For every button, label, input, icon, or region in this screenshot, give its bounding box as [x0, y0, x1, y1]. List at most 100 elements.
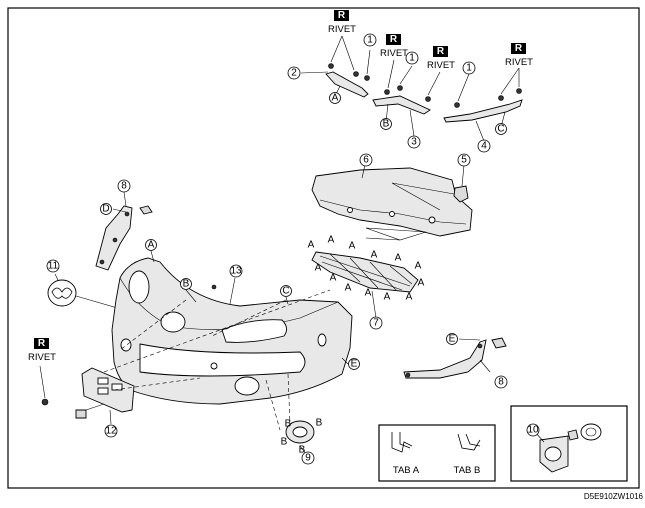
- svg-text:B: B: [383, 119, 390, 130]
- callout-9: 9: [301, 451, 315, 465]
- svg-text:A: A: [315, 263, 322, 274]
- callout-1c: 1: [462, 61, 476, 75]
- svg-text:RIVET: RIVET: [28, 352, 56, 363]
- bracket-3: [372, 85, 431, 115]
- callout-2: 2: [287, 66, 301, 80]
- rivet-badge-2: R RIVET: [380, 34, 408, 59]
- svg-text:4: 4: [481, 141, 487, 152]
- svg-text:C: C: [497, 124, 504, 135]
- svg-text:8: 8: [121, 181, 127, 192]
- svg-text:A: A: [328, 235, 335, 246]
- svg-text:6: 6: [363, 155, 369, 166]
- svg-text:R: R: [338, 10, 346, 21]
- svg-text:12: 12: [105, 426, 117, 437]
- svg-text:A: A: [371, 250, 378, 261]
- letter-c-bumper: C: [280, 285, 292, 297]
- figure-code: D5E910ZW1016: [584, 492, 644, 501]
- letter-b-top: B: [380, 118, 392, 130]
- svg-text:5: 5: [461, 155, 467, 166]
- fog-lamp-detail-box: [510, 405, 628, 482]
- callout-3: 3: [407, 135, 421, 149]
- svg-text:A: A: [349, 241, 356, 252]
- svg-text:A: A: [308, 240, 315, 251]
- svg-text:10: 10: [527, 425, 539, 436]
- rivet-badge-5: R RIVET: [28, 338, 56, 363]
- emblem-11: [47, 279, 77, 307]
- bumper-13: [111, 257, 353, 405]
- svg-text:B: B: [281, 437, 288, 448]
- rivet-badge-3: R RIVET: [427, 46, 455, 71]
- screw-8d: [139, 205, 153, 215]
- svg-text:11: 11: [48, 261, 59, 272]
- letter-c-top: C: [495, 123, 507, 135]
- grille-7: [311, 251, 419, 293]
- callout-1b: 1: [405, 51, 419, 65]
- svg-text:1: 1: [409, 53, 415, 64]
- callout-1a: 1: [363, 33, 377, 47]
- svg-text:R: R: [437, 46, 445, 57]
- rivet-badge-4: R RIVET: [505, 43, 533, 68]
- fog-tab-labels: B B B B: [281, 418, 323, 456]
- svg-text:B: B: [316, 418, 323, 429]
- svg-text:A: A: [332, 93, 339, 104]
- svg-text:9: 9: [305, 453, 311, 464]
- bracket-8-right: [403, 339, 487, 379]
- svg-text:A: A: [345, 283, 352, 294]
- grille-tab-labels: A A A A A A A A A A A A A: [308, 235, 425, 303]
- clip-5: [453, 185, 469, 203]
- callout-7: 7: [369, 316, 383, 330]
- svg-text:8: 8: [498, 377, 504, 388]
- tab-b-label: TAB B: [454, 465, 481, 476]
- svg-text:2: 2: [291, 68, 297, 79]
- svg-text:1: 1: [367, 35, 373, 46]
- svg-text:RIVET: RIVET: [505, 57, 533, 68]
- svg-text:D: D: [102, 204, 109, 215]
- letter-b-bumper: B: [180, 278, 192, 290]
- svg-text:A: A: [384, 292, 391, 303]
- svg-text:B: B: [183, 279, 190, 290]
- fog-cover-9: [285, 420, 315, 444]
- svg-text:C: C: [282, 286, 289, 297]
- svg-text:RIVET: RIVET: [380, 48, 408, 59]
- svg-text:B: B: [285, 419, 292, 430]
- bracket-2: [325, 63, 370, 98]
- callout-8a: 8: [117, 179, 131, 193]
- svg-text:A: A: [415, 261, 422, 272]
- letter-e-bracket: E: [446, 333, 458, 345]
- screw-12: [75, 409, 87, 419]
- tab-detail-box: [378, 424, 496, 482]
- letter-d: D: [100, 203, 112, 215]
- svg-text:A: A: [148, 240, 155, 251]
- rivet-12: [41, 398, 49, 406]
- svg-text:R: R: [515, 43, 523, 54]
- svg-text:A: A: [406, 292, 413, 303]
- callout-6: 6: [359, 153, 373, 167]
- bracket-8-left: [95, 205, 133, 271]
- svg-text:A: A: [395, 253, 402, 264]
- svg-text:13: 13: [230, 266, 242, 277]
- diagram-border: [7, 7, 640, 489]
- bracket-4: [443, 88, 523, 123]
- letter-a-bumper: A: [145, 239, 157, 251]
- screw-8e: [491, 337, 507, 349]
- svg-text:B: B: [299, 445, 306, 456]
- callout-12: 12: [104, 424, 118, 438]
- rivet-badge-1: R RIVET: [328, 10, 356, 35]
- svg-text:A: A: [365, 288, 372, 299]
- svg-text:7: 7: [373, 318, 379, 329]
- tab-a-label: TAB A: [393, 465, 420, 476]
- svg-text:A: A: [418, 278, 425, 289]
- callout-5: 5: [457, 153, 471, 167]
- callout-8b: 8: [494, 375, 508, 389]
- svg-text:1: 1: [466, 63, 472, 74]
- svg-text:R: R: [390, 34, 398, 45]
- svg-text:3: 3: [411, 137, 417, 148]
- callout-4: 4: [477, 139, 491, 153]
- svg-text:RIVET: RIVET: [427, 60, 455, 71]
- license-bracket-12: [81, 367, 135, 413]
- svg-text:R: R: [38, 338, 46, 349]
- callout-11: 11: [46, 259, 60, 273]
- callout-13: 13: [229, 264, 243, 278]
